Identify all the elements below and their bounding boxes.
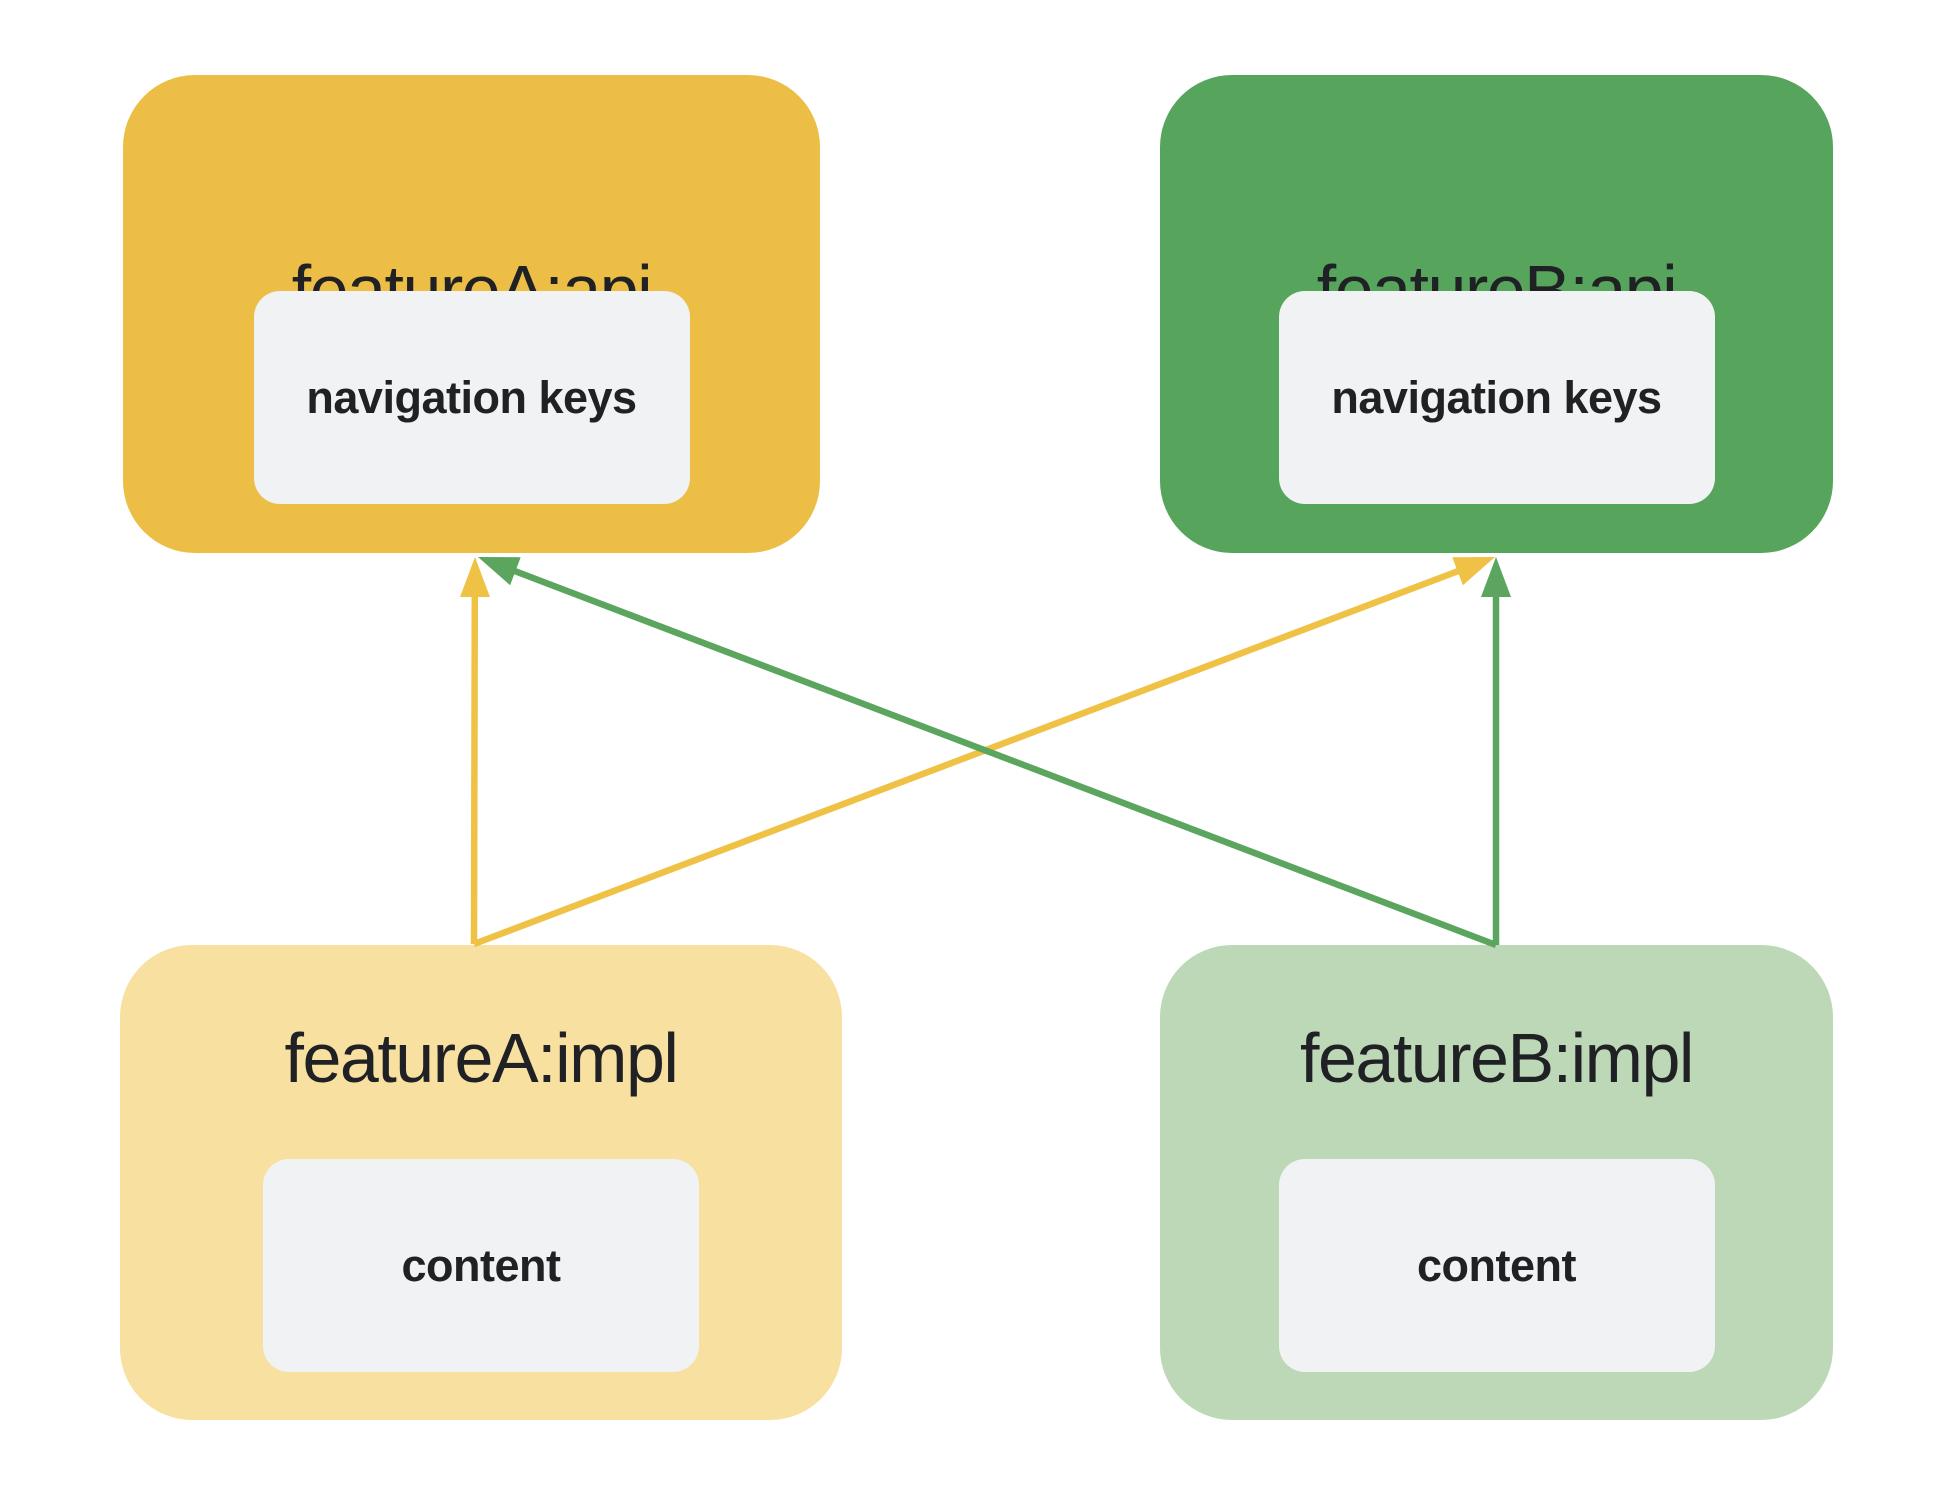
arrow-featureB-impl-to-featureB-api [1481,557,1511,945]
node-featureA-impl: featureA:impl content [120,945,842,1420]
node-featureA-impl-inner-box: content [263,1159,699,1372]
node-featureA-api: featureA:api navigation keys [123,75,820,553]
node-featureB-impl: featureB:impl content [1160,945,1833,1420]
node-featureB-api: featureB:api navigation keys [1160,75,1833,553]
node-featureB-impl-inner-box: content [1278,1159,1715,1372]
arrow-featureA-impl-to-featureB-api [472,557,1495,948]
node-featureA-impl-inner-label: content [401,1239,562,1291]
node-featureA-api-inner-label: navigation keys [306,371,637,423]
node-featureA-impl-title: featureA:impl [284,1019,679,1097]
node-featureB-api-inner-label: navigation keys [1331,371,1662,423]
arrow-featureB-impl-to-featureA-api [478,557,1498,949]
node-featureB-impl-inner-label: content [1417,1239,1577,1291]
arrow-featureA-impl-to-featureA-api [460,557,490,945]
node-featureB-api-inner-box: navigation keys [1278,291,1715,504]
node-featureA-api-inner-box: navigation keys [253,291,690,504]
node-featureB-impl-title: featureB:impl [1300,1019,1694,1097]
